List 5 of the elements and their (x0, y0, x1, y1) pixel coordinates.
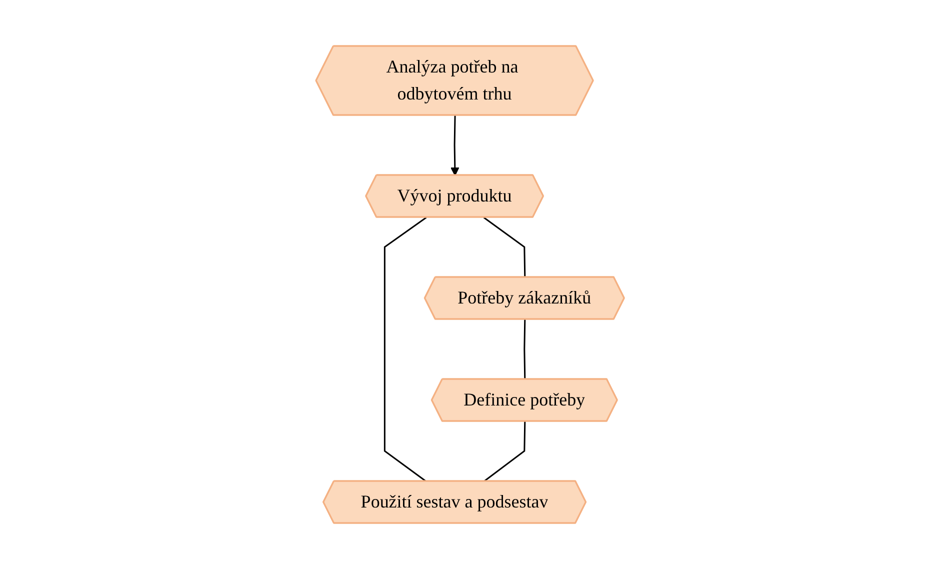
connector (484, 216, 526, 278)
arrow (450, 115, 460, 176)
connector (484, 421, 526, 482)
connector (524, 319, 526, 380)
connector (384, 216, 428, 482)
